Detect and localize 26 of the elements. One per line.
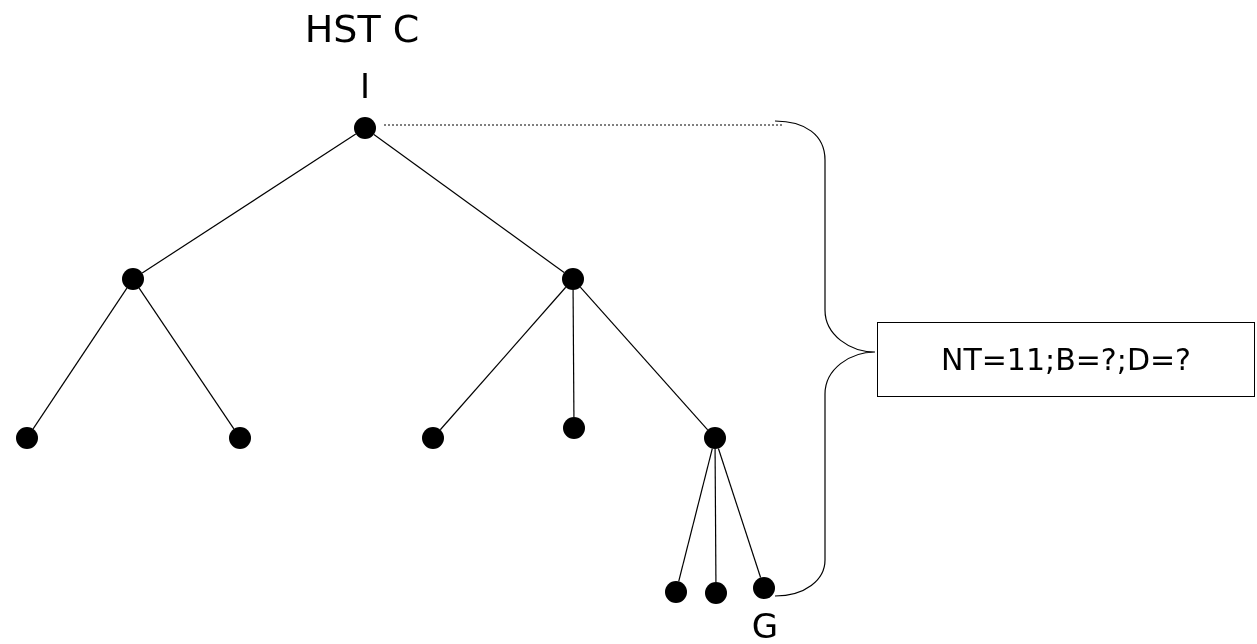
tree-node-dot <box>562 268 584 290</box>
tree-node-dot <box>229 427 251 449</box>
tree-edge <box>439 286 567 431</box>
tree-edge <box>714 448 717 583</box>
title: HST C <box>303 6 421 52</box>
tree-node-dot <box>422 427 444 449</box>
tree-edge <box>717 447 762 579</box>
tree-edge <box>579 286 709 431</box>
label-box <box>877 322 1255 397</box>
tree-node-dot <box>665 581 687 603</box>
tree-node-dot <box>563 417 585 439</box>
box-text: NT=11;B=?;D=? <box>940 342 1192 377</box>
tree-node-dot <box>354 117 376 139</box>
tree-edge <box>32 287 128 430</box>
node-label: G <box>750 606 780 644</box>
tree-edge <box>678 448 713 582</box>
tree-node-dot <box>122 268 144 290</box>
tree-node-dot <box>753 577 775 599</box>
tree-node-dot <box>704 427 726 449</box>
tree-node-dot <box>16 427 38 449</box>
tree-node-dot <box>705 582 727 604</box>
tree-edge <box>141 133 357 274</box>
tree-edge <box>373 133 565 274</box>
node-label: I <box>359 66 371 106</box>
tree-edge <box>138 287 235 430</box>
tree-edge <box>572 289 575 418</box>
